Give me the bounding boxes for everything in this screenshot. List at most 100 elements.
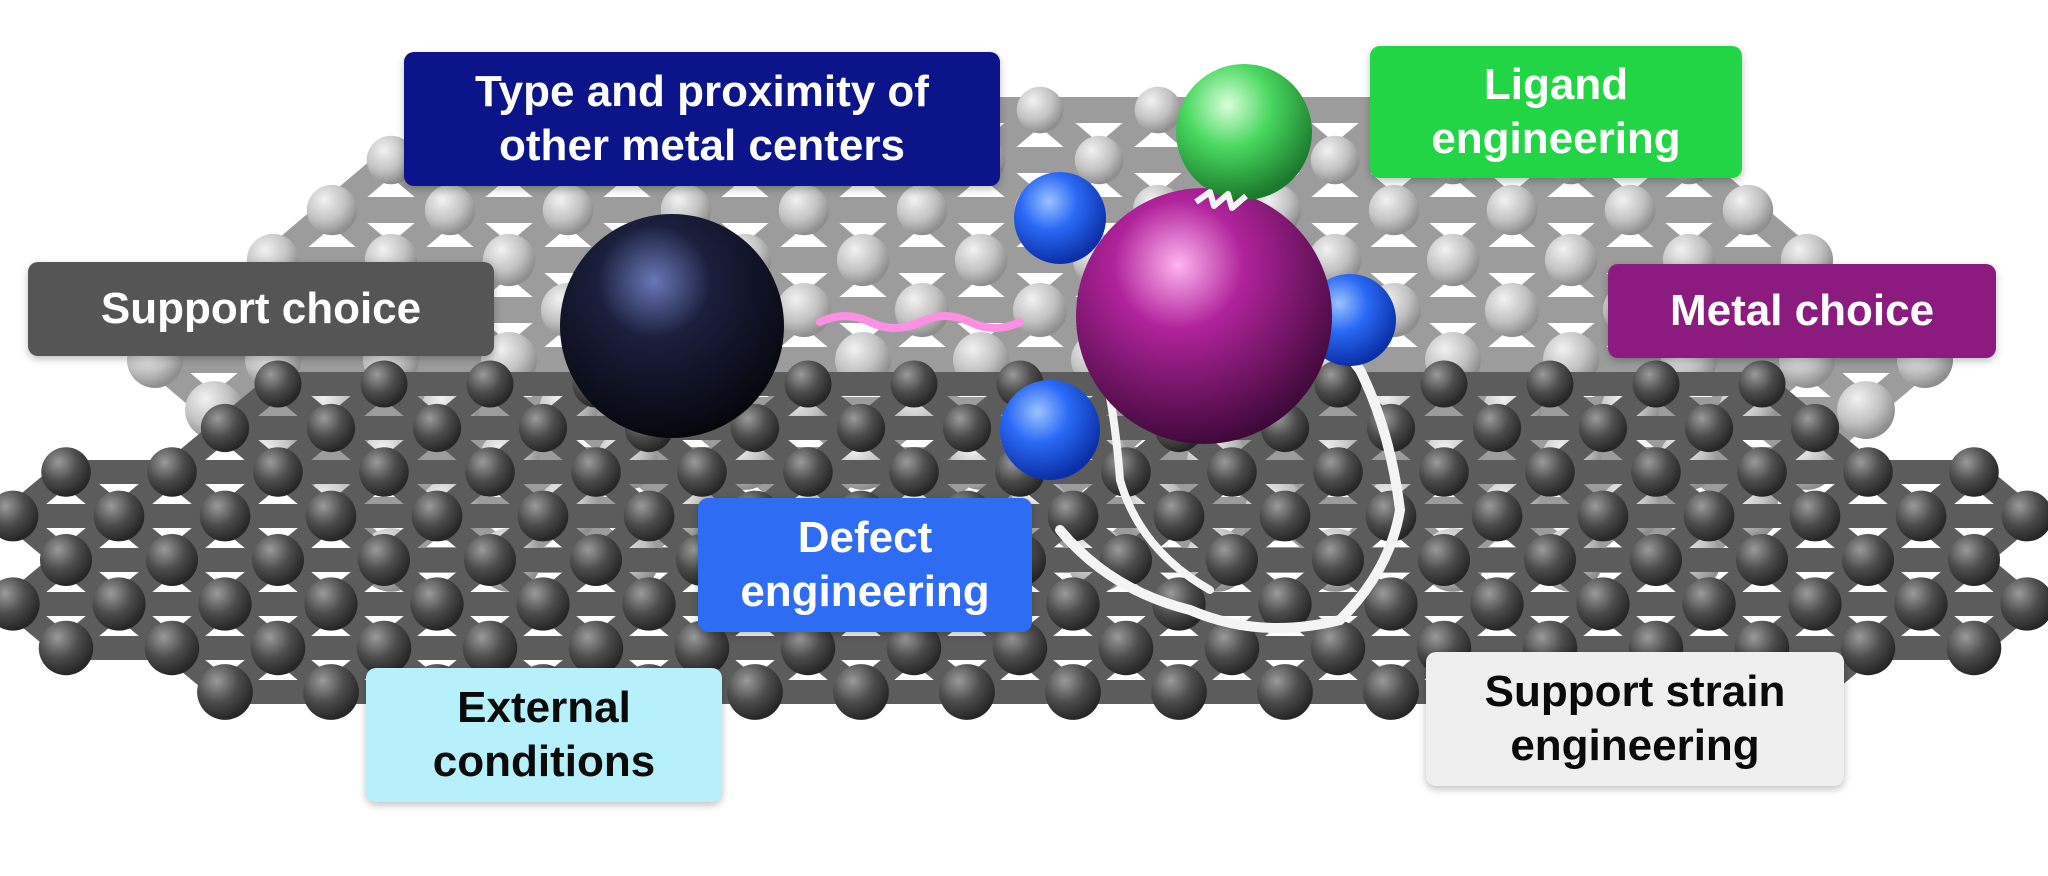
carbon-front-atom — [464, 534, 516, 586]
carbon-front-atom — [1739, 361, 1786, 408]
carbon-front-atom — [1473, 404, 1521, 452]
carbon-front-atom — [1788, 577, 1841, 630]
carbon-back-atom — [779, 185, 829, 235]
carbon-front-atom — [624, 491, 675, 542]
carbon-front-atom — [1630, 534, 1682, 586]
carbon-front-atom — [889, 447, 938, 496]
carbon-back-atom — [1135, 87, 1182, 134]
label-ligand-engineering: Ligand engineering — [1370, 46, 1742, 178]
label-metal-choice: Metal choice — [1608, 264, 1996, 358]
carbon-front-atom — [1257, 664, 1313, 720]
carbon-front-atom — [833, 664, 889, 720]
carbon-front-atom — [306, 491, 357, 542]
carbon-front-atom — [1313, 447, 1362, 496]
label-external-line-2: conditions — [433, 735, 655, 789]
carbon-front-atom — [1842, 534, 1894, 586]
carbon-front-atom — [1207, 447, 1256, 496]
carbon-front-atom — [467, 361, 514, 408]
carbon-front-atom — [201, 404, 249, 452]
central-metal-atom — [1076, 188, 1332, 444]
carbon-front-atom — [1151, 664, 1207, 720]
carbon-front-atom — [1154, 491, 1205, 542]
carbon-front-atom — [516, 577, 569, 630]
carbon-front-atom — [1527, 361, 1574, 408]
carbon-back-atom — [1605, 185, 1655, 235]
label-type-proximity-line-2: other metal centers — [499, 119, 905, 173]
carbon-front-atom — [519, 404, 567, 452]
carbon-back-atom — [1013, 283, 1067, 337]
carbon-front-atom — [1525, 447, 1574, 496]
carbon-front-atom — [1633, 361, 1680, 408]
carbon-front-atom — [1260, 491, 1311, 542]
carbon-front-atom — [1684, 491, 1735, 542]
carbon-front-atom — [1418, 534, 1470, 586]
carbon-front-atom — [1576, 577, 1629, 630]
carbon-back-atom — [1427, 234, 1479, 286]
carbon-front-atom — [413, 404, 461, 452]
carbon-back-atom — [425, 185, 475, 235]
carbon-back-atom — [1075, 136, 1124, 185]
carbon-front-atom — [303, 664, 359, 720]
carbon-front-atom — [255, 361, 302, 408]
carbon-front-atom — [251, 621, 306, 676]
carbon-front-atom — [197, 664, 253, 720]
carbon-front-atom — [465, 447, 514, 496]
carbon-front-atom — [40, 534, 92, 586]
carbon-front-atom — [891, 361, 938, 408]
label-defect-line-1: Defect — [798, 511, 933, 565]
label-external-line-1: External — [457, 681, 631, 735]
nitrogen-atom — [1000, 380, 1100, 480]
carbon-front-atom — [783, 447, 832, 496]
carbon-front-atom — [1790, 491, 1841, 542]
carbon-back-atom — [897, 185, 947, 235]
carbon-front-atom — [1949, 447, 1998, 496]
carbon-back-atom — [1369, 185, 1419, 235]
carbon-back-atom — [1311, 136, 1360, 185]
label-ligand-line-2: engineering — [1431, 112, 1680, 166]
carbon-front-atom — [571, 447, 620, 496]
carbon-front-atom — [94, 491, 145, 542]
carbon-front-atom — [92, 577, 145, 630]
carbon-front-atom — [146, 534, 198, 586]
carbon-front-atom — [1685, 404, 1733, 452]
carbon-front-atom — [410, 577, 463, 630]
carbon-back-atom — [1485, 283, 1539, 337]
carbon-front-atom — [1046, 577, 1099, 630]
carbon-front-atom — [307, 404, 355, 452]
label-strain-line-1: Support strain — [1485, 665, 1786, 719]
carbon-front-atom — [1099, 621, 1154, 676]
label-metal-choice-line-1: Metal choice — [1670, 284, 1934, 338]
carbon-front-atom — [359, 447, 408, 496]
neighbor-metal-atom — [560, 214, 784, 438]
carbon-front-atom — [785, 361, 832, 408]
carbon-front-atom — [727, 664, 783, 720]
carbon-front-atom — [622, 577, 675, 630]
carbon-back-atom — [1837, 381, 1895, 439]
carbon-front-atom — [361, 361, 408, 408]
carbon-front-atom — [304, 577, 357, 630]
label-external-conditions: External conditions — [366, 668, 722, 802]
label-support-choice: Support choice — [28, 262, 494, 356]
carbon-back-atom — [777, 283, 831, 337]
carbon-back-atom — [955, 234, 1007, 286]
carbon-front-atom — [412, 491, 463, 542]
carbon-front-atom — [1045, 664, 1101, 720]
label-strain-line-2: engineering — [1510, 719, 1759, 773]
carbon-front-atom — [1896, 491, 1947, 542]
carbon-front-atom — [837, 404, 885, 452]
carbon-front-atom — [1736, 534, 1788, 586]
carbon-front-atom — [358, 534, 410, 586]
carbon-front-atom — [253, 447, 302, 496]
label-type-proximity-line-1: Type and proximity of — [475, 65, 929, 119]
carbon-front-atom — [41, 447, 90, 496]
carbon-front-atom — [518, 491, 569, 542]
carbon-front-atom — [1578, 491, 1629, 542]
carbon-front-atom — [1419, 447, 1468, 496]
carbon-front-atom — [677, 447, 726, 496]
carbon-front-atom — [1470, 577, 1523, 630]
carbon-front-atom — [1947, 621, 2002, 676]
carbon-front-atom — [198, 577, 251, 630]
carbon-front-atom — [939, 664, 995, 720]
carbon-front-atom — [1841, 621, 1896, 676]
label-support-strain-engineering: Support strain engineering — [1426, 652, 1844, 786]
